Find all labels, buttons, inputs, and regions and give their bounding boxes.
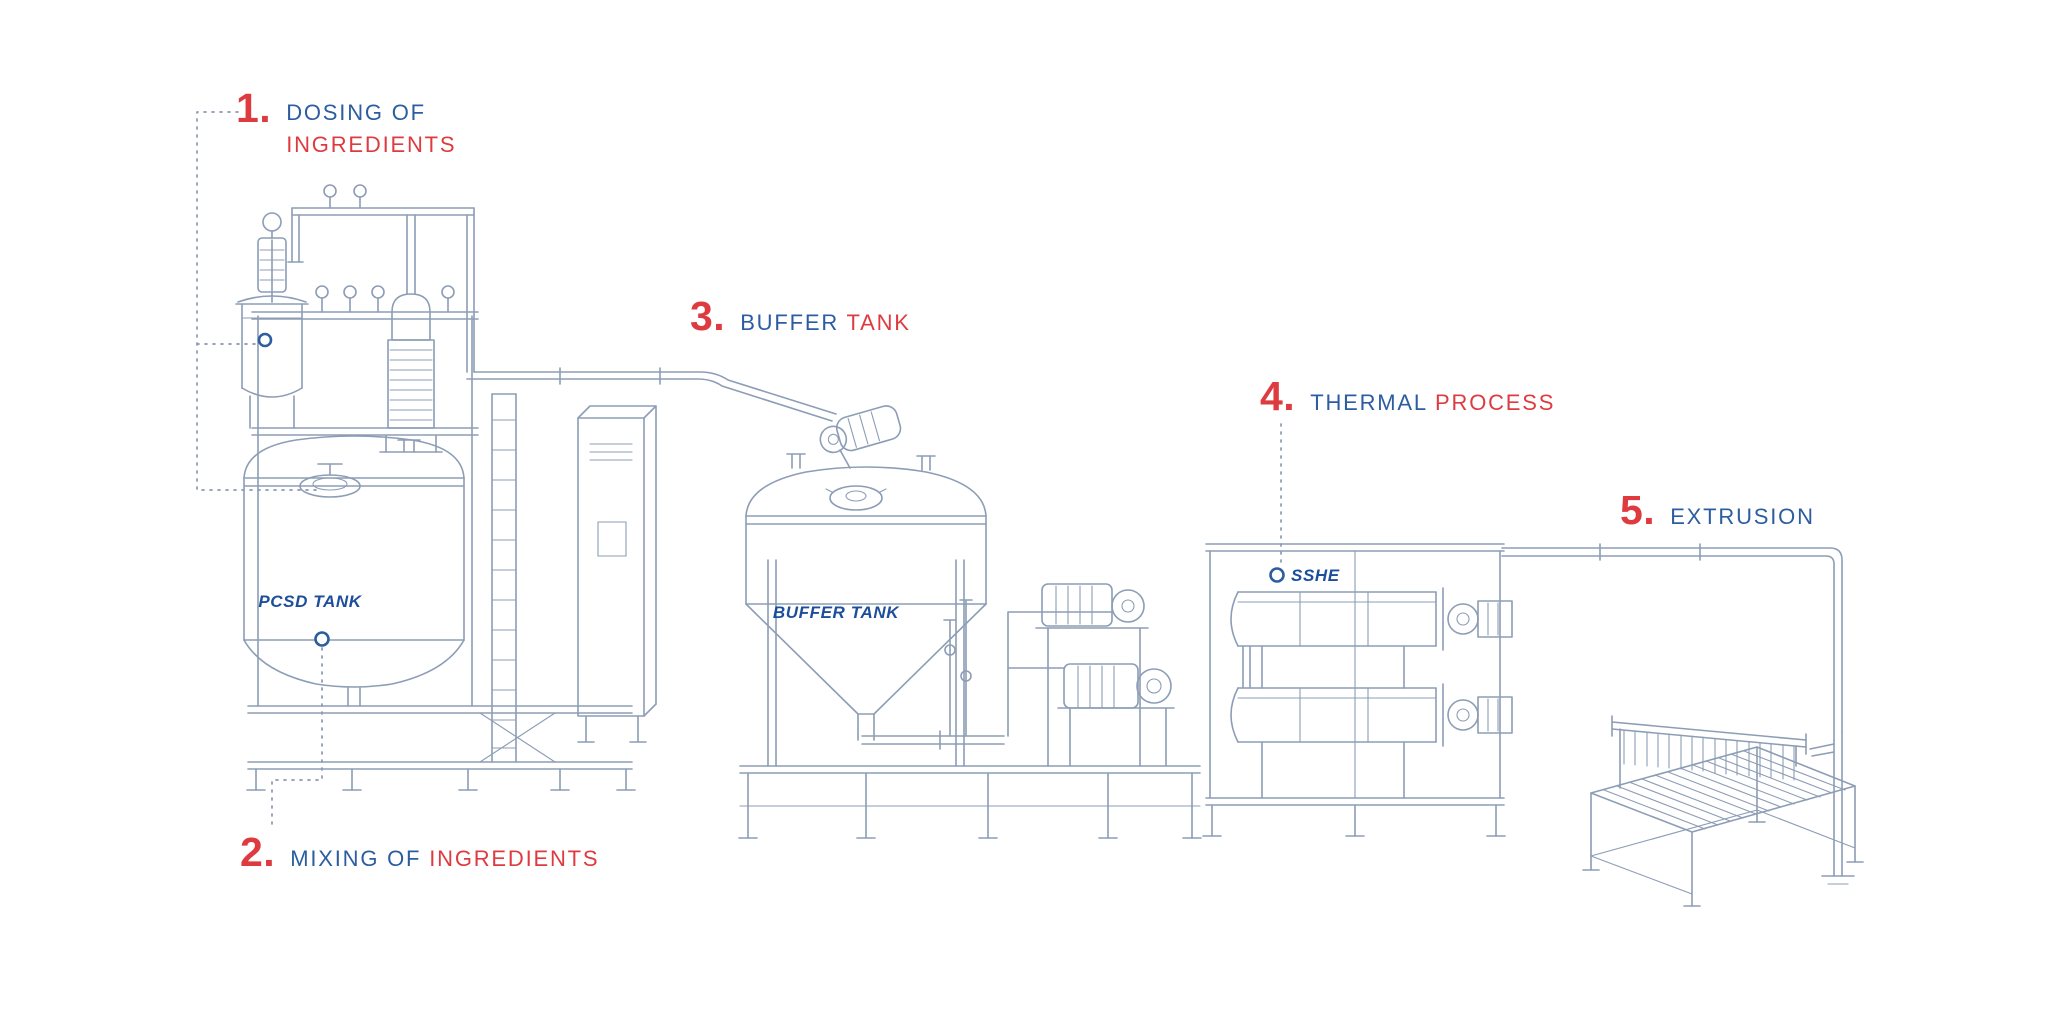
- pcsd-tank-marker-dot-icon: [314, 631, 330, 647]
- transfer-pipe-drawing: [466, 367, 837, 422]
- extrusion-unit-drawing: [1582, 715, 1864, 907]
- step-number-2: 2.: [240, 829, 276, 875]
- step-number-4: 4.: [1260, 373, 1296, 419]
- step-text-2: MIXING OF INGREDIENTS: [290, 846, 600, 871]
- mixing-unit-drawing: [235, 184, 657, 791]
- step-number-5: 5.: [1620, 487, 1656, 533]
- extrusion-feed-pipe-drawing: [1501, 543, 1855, 885]
- leader-lines: [196, 111, 1282, 825]
- step-number-1: 1.: [236, 85, 272, 131]
- buffer-tank-unit-drawing: [738, 405, 1202, 839]
- step-label-4: 4. THERMAL PROCESS: [1260, 376, 1555, 419]
- dosing-marker-dot-icon: [257, 332, 273, 348]
- thermal-process-unit-drawing: [1202, 543, 1513, 837]
- step-label-5: 5. EXTRUSION: [1620, 490, 1815, 533]
- sshe-label: SSHE: [1291, 566, 1340, 585]
- step-text-3: BUFFER TANK: [740, 310, 911, 335]
- pcsd-tank-label: PCSD TANK: [258, 592, 362, 611]
- step-number-3: 3.: [690, 293, 726, 339]
- buffer-tank-label: BUFFER TANK: [772, 603, 900, 622]
- step-text-4: THERMAL PROCESS: [1310, 390, 1556, 415]
- step-text-5: EXTRUSION: [1670, 504, 1815, 529]
- sshe-marker-dot-icon: [1269, 567, 1285, 583]
- step-label-2: 2. MIXING OF INGREDIENTS: [240, 832, 599, 875]
- step-label-3: 3. BUFFER TANK: [690, 296, 911, 339]
